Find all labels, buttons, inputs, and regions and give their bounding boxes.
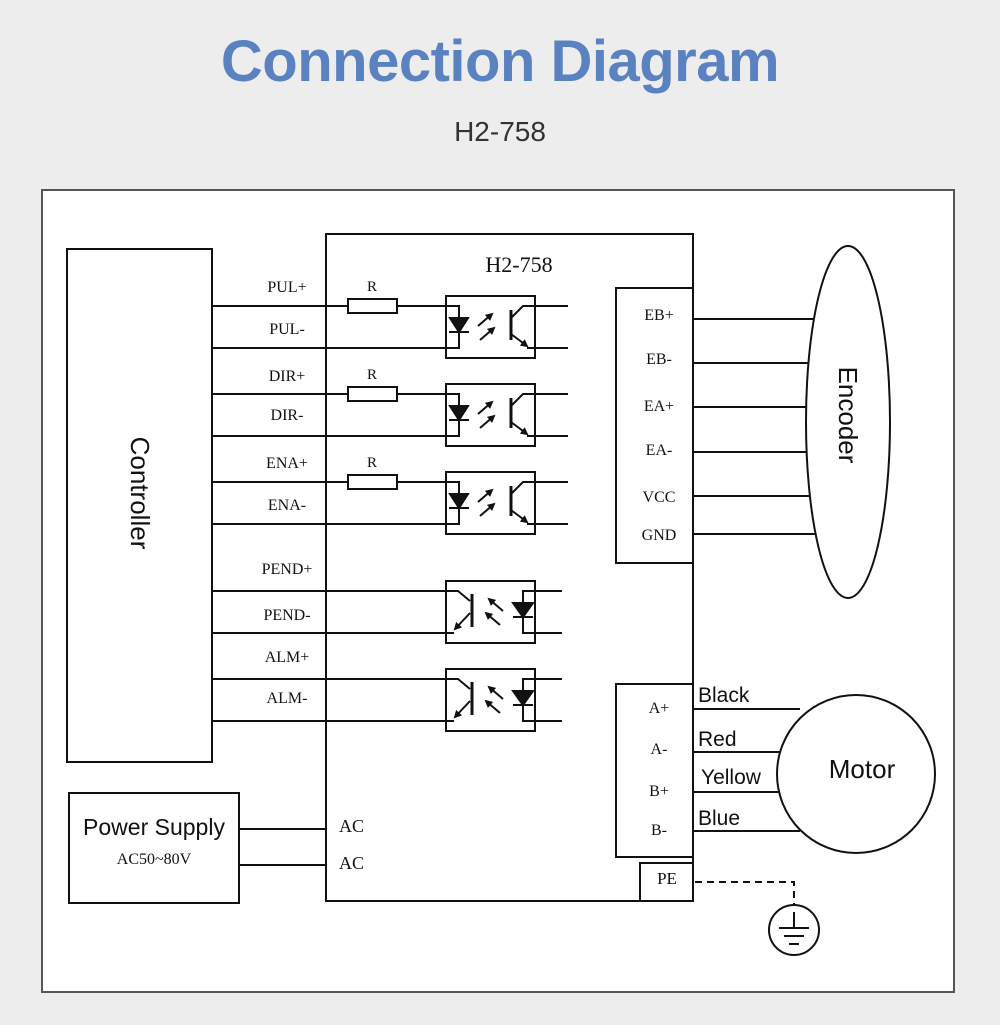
input-optocoupler xyxy=(445,295,568,359)
motor-wire-color-label: Yellow xyxy=(701,766,762,789)
output-optocoupler xyxy=(445,668,562,732)
ac-terminal-label-2: AC xyxy=(339,853,364,873)
encoder-terminal-label: EA- xyxy=(646,442,673,459)
light-arrow-icon xyxy=(477,312,494,327)
optocoupler-box xyxy=(445,295,536,359)
encoder-terminal-box xyxy=(615,287,694,564)
encoder-terminal-label: EB- xyxy=(646,351,672,368)
signal-wires: PUL+ R PUL- DIR+ R DIR- ENA+ R ENA- PEND+ PEND- ALM… xyxy=(212,279,446,722)
optocoupler-box xyxy=(445,668,536,732)
motor-terminal-label: A- xyxy=(651,741,668,758)
motor-terminal-label: B- xyxy=(651,822,667,839)
optocouplers xyxy=(445,295,568,732)
led-icon xyxy=(448,317,470,334)
light-arrow-icon xyxy=(477,488,494,503)
light-arrow-icon xyxy=(479,326,496,341)
signal-label: PUL- xyxy=(269,321,305,338)
motor-terminal-label: B+ xyxy=(649,783,669,800)
encoder-terminal-label: GND xyxy=(642,527,677,544)
encoder-terminal-label: EA+ xyxy=(644,398,674,415)
diagram-frame xyxy=(41,189,955,993)
page-title: Connection Diagram xyxy=(220,29,780,94)
light-arrow-icon xyxy=(479,502,496,517)
signal-label: ALM+ xyxy=(265,649,310,666)
resistor-label: R xyxy=(367,455,377,471)
encoder-terminal-label: EB+ xyxy=(644,307,673,324)
led-icon xyxy=(511,690,535,707)
optocoupler-box xyxy=(445,383,536,447)
signal-label: PEND+ xyxy=(262,561,313,578)
ac-terminal-label-1: AC xyxy=(339,816,364,836)
encoder-terminal-block: EB+ EB- EA+ EA- VCC GND Encoder xyxy=(615,245,891,599)
optocoupler-box xyxy=(445,580,536,644)
motor-wire-color-label: Red xyxy=(698,728,737,751)
motor-terminal-label: A+ xyxy=(649,700,670,717)
controller-block: Controller xyxy=(66,248,213,763)
power-supply-box xyxy=(68,792,240,904)
pe-terminal-box xyxy=(639,862,694,902)
driver-block: H2-758 xyxy=(325,233,694,902)
led-icon xyxy=(511,602,535,619)
light-arrow-icon xyxy=(484,699,501,714)
motor-terminal-box xyxy=(615,683,694,858)
light-arrow-icon xyxy=(479,414,496,429)
light-arrow-icon xyxy=(477,400,494,415)
driver-label: H2-758 xyxy=(485,252,552,277)
encoder-body xyxy=(805,245,891,599)
light-arrow-icon xyxy=(484,611,501,626)
motor-wire-color-label: Blue xyxy=(698,807,740,830)
controller-box xyxy=(66,248,213,763)
protective-earth: PE xyxy=(639,862,820,956)
power-supply-block: Power Supply AC50~80V AC AC xyxy=(68,792,364,904)
signal-label: ENA+ xyxy=(266,455,308,472)
resistor xyxy=(347,298,398,314)
signal-label: PEND- xyxy=(263,607,310,624)
pe-label: PE xyxy=(657,869,677,888)
input-optocoupler xyxy=(445,471,568,535)
pe-dashed-wire xyxy=(695,881,795,905)
encoder-label: Encoder xyxy=(833,367,863,464)
signal-label: ENA- xyxy=(268,497,306,514)
page-subtitle: H2-758 xyxy=(454,116,546,147)
controller-label: Controller xyxy=(125,437,155,550)
light-arrow-icon xyxy=(487,685,504,700)
signal-label: DIR+ xyxy=(269,368,306,385)
signal-label: DIR- xyxy=(271,407,304,424)
led-icon xyxy=(448,493,470,510)
resistor-label: R xyxy=(367,367,377,383)
ground-icon xyxy=(768,904,820,956)
light-arrow-icon xyxy=(487,597,504,612)
motor-label: Motor xyxy=(829,754,896,784)
driver-box xyxy=(325,233,694,902)
resistor-label: R xyxy=(367,279,377,295)
led-wire xyxy=(522,678,562,722)
power-supply-label: Power Supply xyxy=(83,814,225,840)
optocoupler-box xyxy=(445,471,536,535)
motor-body xyxy=(776,694,936,854)
motor-wire-color-label: Black xyxy=(698,684,750,707)
resistor xyxy=(347,386,398,402)
encoder-terminal-label: VCC xyxy=(643,489,676,506)
output-optocoupler xyxy=(445,580,562,644)
led-wire xyxy=(522,590,562,634)
input-optocoupler xyxy=(445,383,568,447)
power-supply-rating: AC50~80V xyxy=(117,851,192,868)
led-icon xyxy=(448,405,470,422)
signal-label: ALM- xyxy=(267,690,308,707)
resistor xyxy=(347,474,398,490)
signal-label: PUL+ xyxy=(267,279,306,296)
